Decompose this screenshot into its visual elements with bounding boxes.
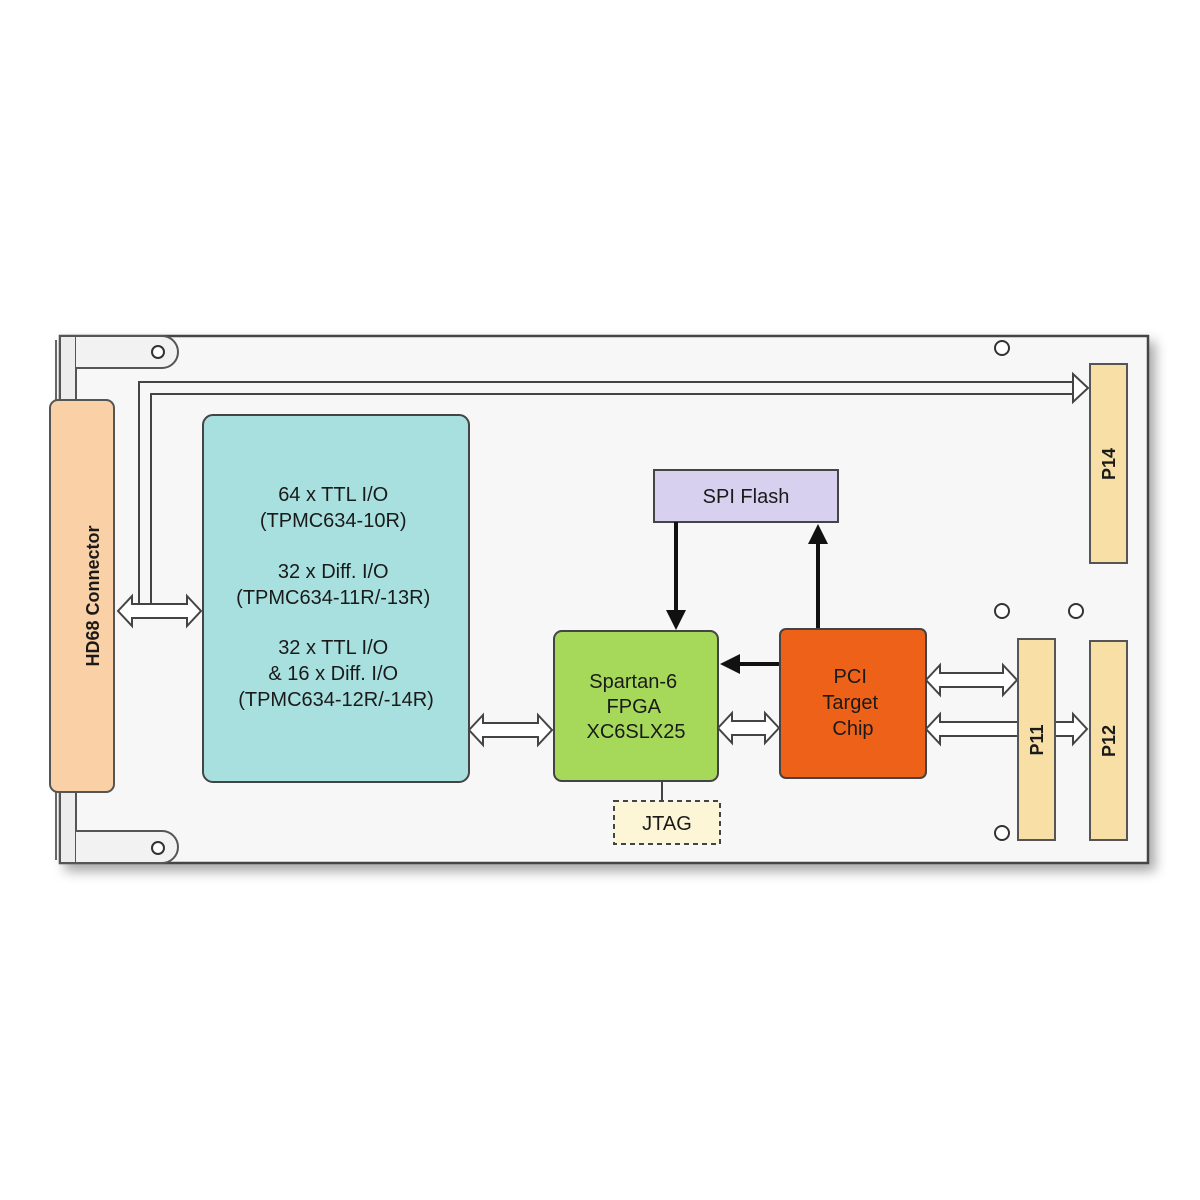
hd68-connector: HD68 Connector bbox=[49, 399, 115, 793]
pci-line: Target bbox=[822, 692, 878, 714]
hd68-connector-label: HD68 Connector bbox=[83, 525, 103, 666]
io-line: (TPMC634-11R/-13R) bbox=[236, 587, 430, 609]
jtag-block: JTAG bbox=[613, 800, 721, 845]
bus-hd68-to-p14 bbox=[138, 371, 1090, 606]
fpga-text: Spartan-6 FPGA XC6SLX25 bbox=[587, 671, 686, 743]
io-line: (TPMC634-10R) bbox=[260, 510, 407, 532]
mounting-hole bbox=[151, 345, 165, 359]
io-block-text: 64 x TTL I/O (TPMC634-10R) 32 x Diff. I/… bbox=[236, 484, 436, 711]
pci-line: PCI bbox=[834, 666, 867, 688]
mounting-hole bbox=[151, 841, 165, 855]
mounting-hole bbox=[994, 825, 1010, 841]
fpga-line: XC6SLX25 bbox=[587, 721, 686, 743]
p14-connector: P14 bbox=[1089, 363, 1128, 564]
jtag-label: JTAG bbox=[642, 813, 692, 835]
p14-label: P14 bbox=[1099, 448, 1119, 480]
io-block: 64 x TTL I/O (TPMC634-10R) 32 x Diff. I/… bbox=[202, 414, 470, 783]
bus-io-to-fpga bbox=[467, 712, 554, 748]
bus-pci-to-p12 bbox=[924, 711, 1089, 747]
mounting-holes bbox=[151, 340, 1084, 855]
spi-flash-block: SPI Flash bbox=[653, 469, 839, 523]
fpga-block: Spartan-6 FPGA XC6SLX25 bbox=[553, 630, 719, 782]
io-line: 32 x TTL I/O bbox=[278, 637, 388, 659]
io-line: 32 x Diff. I/O bbox=[278, 561, 389, 583]
bus-hd68-to-io bbox=[116, 593, 203, 629]
io-line: (TPMC634-12R/-14R) bbox=[238, 689, 434, 711]
p11-label: P11 bbox=[1027, 724, 1047, 755]
fpga-line: Spartan-6 bbox=[589, 671, 677, 693]
p12-label: P12 bbox=[1099, 725, 1119, 757]
io-line: 64 x TTL I/O bbox=[278, 484, 388, 506]
fpga-line: FPGA bbox=[607, 696, 662, 718]
pci-target-chip: PCI Target Chip bbox=[779, 628, 927, 779]
mounting-hole bbox=[994, 603, 1010, 619]
io-line: & 16 x Diff. I/O bbox=[268, 663, 398, 685]
pci-line: Chip bbox=[832, 718, 873, 740]
mounting-hole bbox=[1068, 603, 1084, 619]
spi-flash-label: SPI Flash bbox=[703, 486, 790, 508]
mounting-hole bbox=[994, 340, 1010, 356]
p12-connector: P12 bbox=[1089, 640, 1128, 841]
p11-connector: P11 bbox=[1017, 638, 1056, 841]
pci-text: PCI Target Chip bbox=[822, 666, 883, 740]
